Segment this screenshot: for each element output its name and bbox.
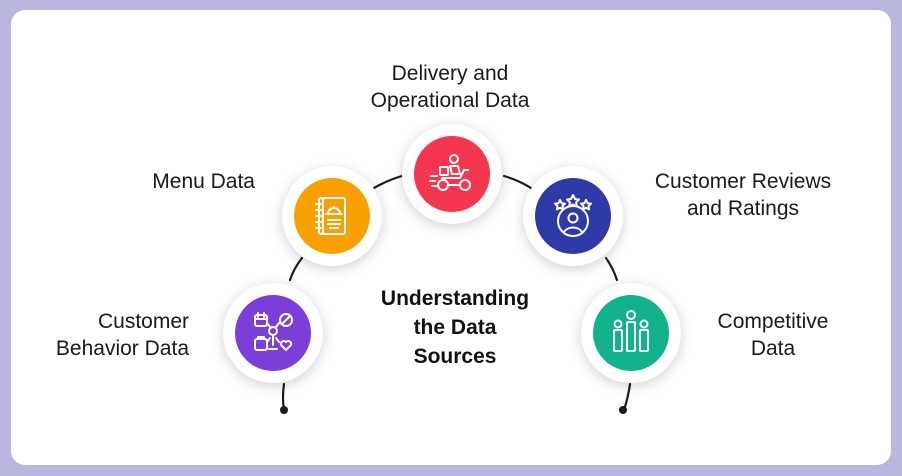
label-line: and Ratings xyxy=(686,197,800,220)
arc-end-dot-right xyxy=(619,406,627,414)
label-line: Customer xyxy=(97,310,189,333)
label-competitive: Competitive Data xyxy=(690,308,856,362)
label-line: Operational Data xyxy=(370,89,530,112)
label-line: Delivery and xyxy=(391,62,509,85)
label-line: Behavior Data xyxy=(55,337,189,360)
label-line: Customer Reviews xyxy=(654,170,832,193)
node-delivery xyxy=(402,124,502,224)
arc-segment-delivery-reviews xyxy=(502,174,533,190)
node-customer-behavior-fill xyxy=(235,295,311,371)
arc-segment-right-tail xyxy=(622,382,632,412)
title-line: the Data xyxy=(413,316,497,339)
arc-segment-reviews-competitive xyxy=(604,256,619,282)
label-reviews: Customer Reviews and Ratings xyxy=(624,168,862,222)
node-reviews xyxy=(523,166,623,266)
arc-segment-menu-delivery xyxy=(372,174,404,190)
arc-segment-behavior-menu xyxy=(288,256,304,282)
diagram-card xyxy=(11,10,891,465)
node-delivery-fill xyxy=(414,136,490,212)
bar-people-icon xyxy=(613,310,649,352)
node-reviews-fill xyxy=(535,178,611,254)
label-line: Menu Data xyxy=(152,170,255,193)
diagram-title: Understanding the Data Sources xyxy=(345,284,565,371)
node-menu xyxy=(282,166,382,266)
label-line: Data xyxy=(750,337,796,360)
label-line: Competitive xyxy=(717,310,829,333)
customer-behavior-icon xyxy=(254,312,293,351)
label-menu: Menu Data xyxy=(152,168,255,195)
title-line: Understanding xyxy=(380,287,530,310)
node-competitive xyxy=(581,283,681,383)
node-menu-fill xyxy=(294,178,370,254)
node-customer-behavior xyxy=(223,283,323,383)
rating-stars-icon xyxy=(554,194,592,237)
label-delivery: Delivery and Operational Data xyxy=(344,60,556,114)
delivery-scooter-icon xyxy=(429,154,471,191)
title-line: Sources xyxy=(413,345,497,368)
label-customer-behavior: Customer Behavior Data xyxy=(56,308,189,362)
node-competitive-fill xyxy=(593,295,669,371)
menu-book-icon xyxy=(315,197,346,235)
arc-end-dot-left xyxy=(280,406,288,414)
